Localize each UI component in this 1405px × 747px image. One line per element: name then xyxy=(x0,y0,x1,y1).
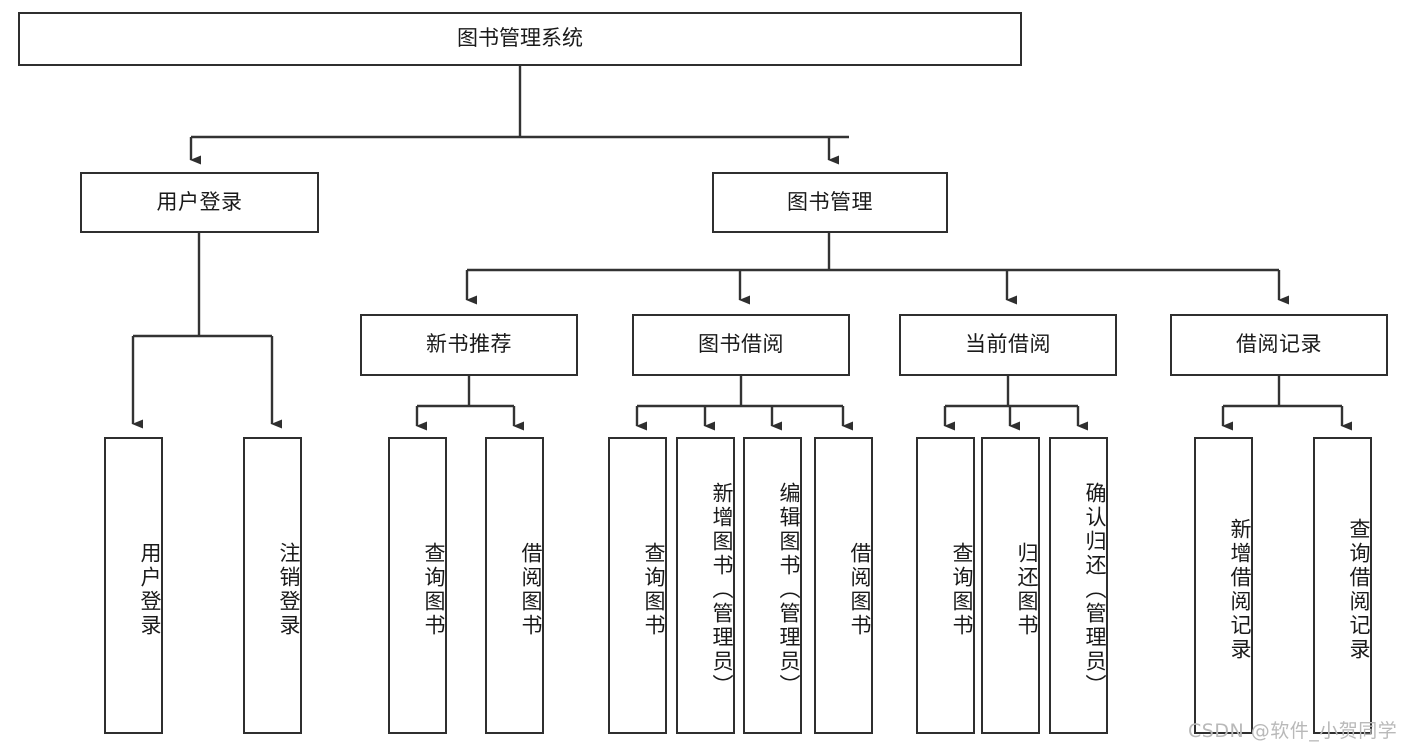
node-book-management[interactable]: 图书管理 xyxy=(712,172,948,233)
node-book-borrow-label: 图书借阅 xyxy=(698,332,784,357)
node-leaf-borrow-book-2-label: 借阅图书 xyxy=(848,541,872,638)
node-leaf-user-login[interactable]: 用户登录 xyxy=(104,437,163,734)
node-leaf-borrow-book-2[interactable]: 借阅图书 xyxy=(814,437,873,734)
node-leaf-confirm-return[interactable]: 确认归还（管理员） xyxy=(1049,437,1108,734)
node-borrow-record[interactable]: 借阅记录 xyxy=(1170,314,1388,376)
node-leaf-query-book-1-label: 查询图书 xyxy=(422,541,446,638)
node-borrow-record-label: 借阅记录 xyxy=(1236,332,1322,357)
node-root[interactable]: 图书管理系统 xyxy=(18,12,1022,66)
node-leaf-borrow-book-1-label: 借阅图书 xyxy=(519,541,543,638)
node-leaf-query-record-label: 查询借阅记录 xyxy=(1347,517,1371,662)
node-root-label: 图书管理系统 xyxy=(457,26,583,51)
node-leaf-add-record[interactable]: 新增借阅记录 xyxy=(1194,437,1253,734)
node-leaf-edit-book-label: 编辑图书（管理员） xyxy=(777,481,801,698)
node-leaf-user-logout[interactable]: 注销登录 xyxy=(243,437,302,734)
node-leaf-add-book[interactable]: 新增图书（管理员） xyxy=(676,437,735,734)
node-leaf-query-book-1[interactable]: 查询图书 xyxy=(388,437,447,734)
node-current-borrow-label: 当前借阅 xyxy=(965,332,1051,357)
node-leaf-add-book-label: 新增图书（管理员） xyxy=(710,481,734,698)
node-leaf-user-logout-label: 注销登录 xyxy=(277,541,301,638)
node-book-management-label: 图书管理 xyxy=(787,189,873,214)
node-current-borrow[interactable]: 当前借阅 xyxy=(899,314,1117,376)
node-leaf-return-book-label: 归还图书 xyxy=(1015,541,1039,638)
node-new-book-recommend[interactable]: 新书推荐 xyxy=(360,314,578,376)
node-leaf-confirm-return-label: 确认归还（管理员） xyxy=(1083,481,1107,698)
node-leaf-borrow-book-1[interactable]: 借阅图书 xyxy=(485,437,544,734)
node-user-login[interactable]: 用户登录 xyxy=(80,172,319,233)
node-new-book-recommend-label: 新书推荐 xyxy=(426,332,512,357)
node-leaf-edit-book[interactable]: 编辑图书（管理员） xyxy=(743,437,802,734)
node-user-login-label: 用户登录 xyxy=(156,189,243,214)
node-leaf-query-book-3[interactable]: 查询图书 xyxy=(916,437,975,734)
node-leaf-query-book-2[interactable]: 查询图书 xyxy=(608,437,667,734)
node-leaf-query-book-2-label: 查询图书 xyxy=(642,541,666,638)
watermark-text: CSDN @软件_小贺同学 xyxy=(1188,720,1398,742)
node-leaf-query-book-3-label: 查询图书 xyxy=(950,541,974,638)
node-leaf-add-record-label: 新增借阅记录 xyxy=(1228,517,1252,662)
node-leaf-query-record[interactable]: 查询借阅记录 xyxy=(1313,437,1372,734)
node-book-borrow[interactable]: 图书借阅 xyxy=(632,314,850,376)
node-leaf-return-book[interactable]: 归还图书 xyxy=(981,437,1040,734)
node-leaf-user-login-label: 用户登录 xyxy=(138,541,162,638)
